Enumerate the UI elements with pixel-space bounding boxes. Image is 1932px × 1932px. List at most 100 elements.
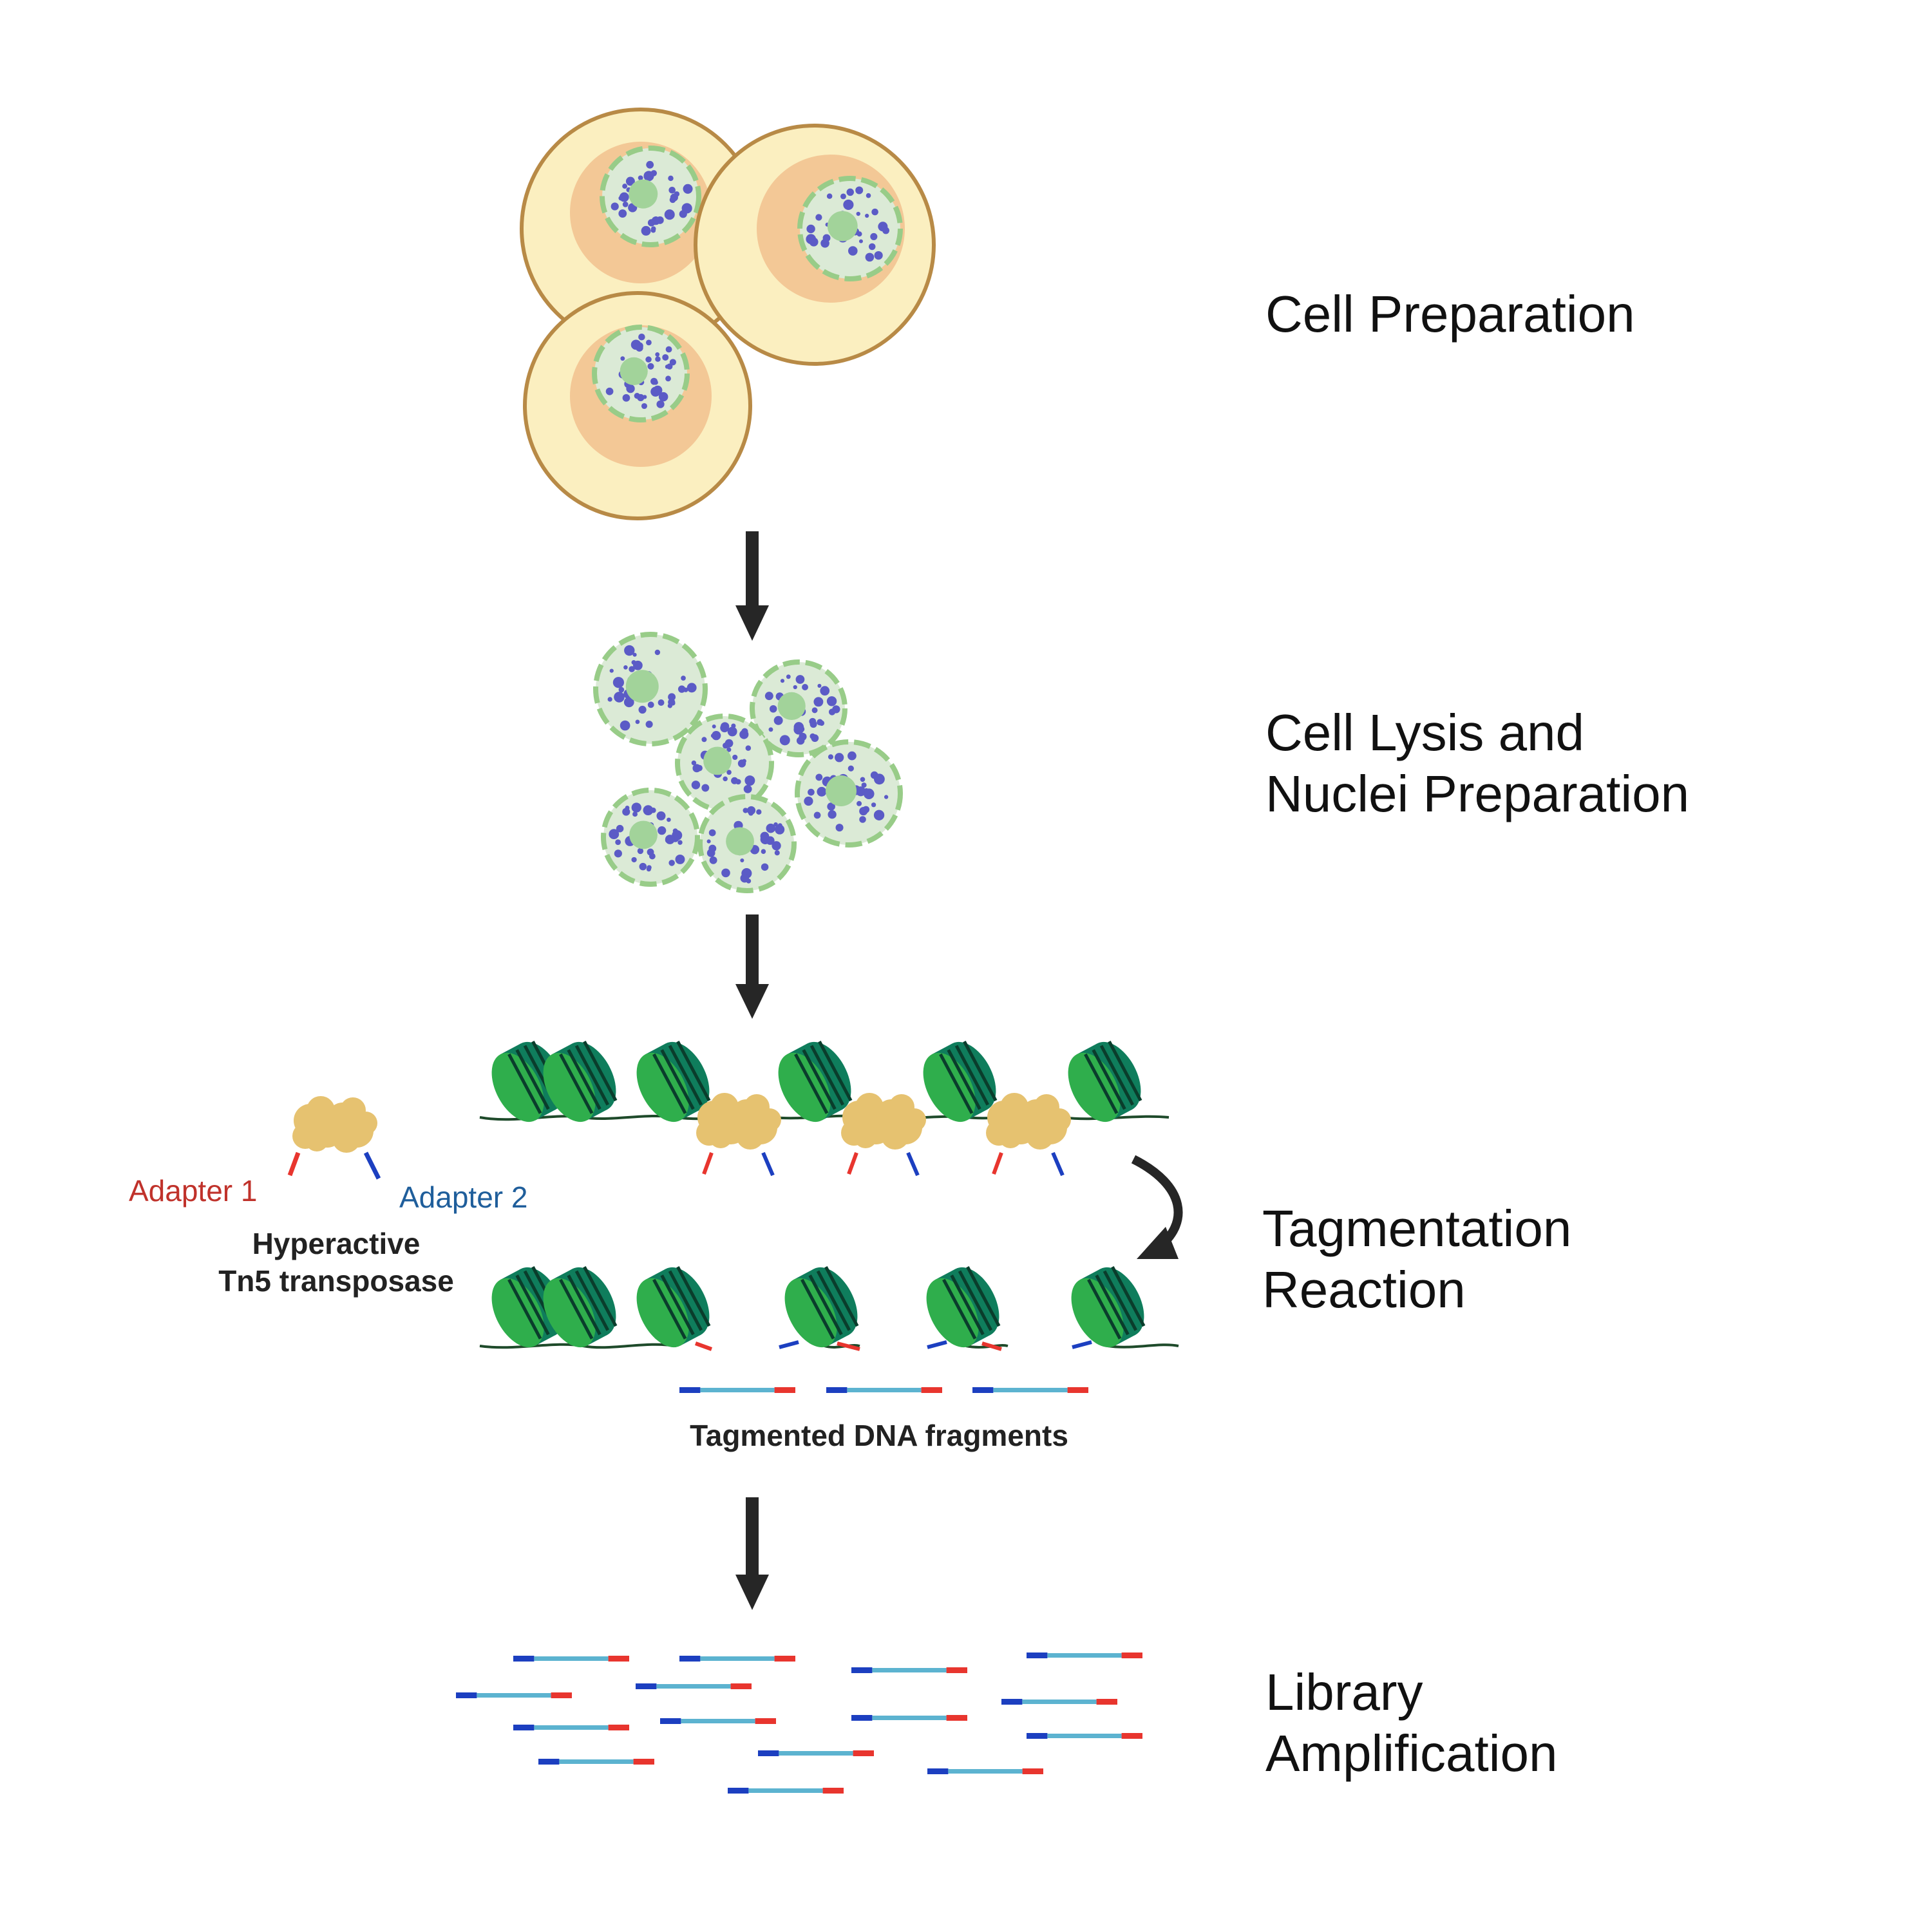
nucleus [600, 146, 701, 247]
nucleosome [778, 1041, 853, 1122]
chromatin-dot [668, 693, 676, 701]
chromatin-dot [793, 724, 804, 735]
dna-wrap [966, 1266, 1001, 1327]
chromatin-dot [653, 380, 658, 385]
adapter2-strand [906, 1151, 920, 1177]
chromatin-dot [732, 754, 738, 761]
chromatin-dot [746, 878, 752, 884]
chromatin-dot [665, 375, 671, 382]
chromatin-dot [620, 356, 625, 361]
dna-wrap [1103, 1270, 1138, 1331]
chromatin-dot [670, 193, 678, 202]
chromatin-dot [769, 705, 777, 713]
dna-wrap [800, 1278, 835, 1340]
adapter1-segment [608, 1725, 629, 1730]
chromatin-dot [761, 863, 769, 871]
tn5-lobe [854, 1125, 877, 1148]
insert-segment [656, 1684, 731, 1689]
stage-label-library-amplification: Library Amplification [1265, 1663, 1558, 1782]
adapter2-segment [679, 1387, 701, 1393]
chromatin-dot [618, 687, 625, 693]
insert-segment [559, 1759, 634, 1764]
chromatin-dot [723, 776, 728, 782]
chromatin-dot [622, 202, 629, 207]
chromatin-dot [857, 800, 862, 806]
chromatin-dot [848, 246, 858, 256]
insert-segment [993, 1388, 1068, 1392]
chromatin-dot [665, 835, 675, 844]
nucleus [675, 714, 774, 813]
chromatin-dot [786, 674, 791, 679]
chromatin-dot [726, 747, 732, 752]
chromatin-dot [647, 701, 654, 708]
adapter2-segment [513, 1725, 535, 1730]
tn5-transposase [841, 1093, 926, 1150]
adapter2-segment [972, 1387, 994, 1393]
chromatin-dot [820, 238, 829, 248]
dna-wrap [574, 1045, 610, 1106]
chromatin-dot [710, 734, 715, 738]
chromatin-dot [634, 392, 640, 399]
dna-wrap [794, 1053, 829, 1114]
dna-fragment [679, 1387, 795, 1393]
dna-wrap [507, 1278, 542, 1340]
tagmented-fragments-row [679, 1387, 1088, 1393]
chromatin-dot [631, 857, 637, 863]
chromatin-dot [650, 228, 656, 233]
adapter1-end [694, 1341, 713, 1351]
nucleolus [629, 179, 658, 209]
nucleosome [784, 1266, 859, 1348]
adapter2-end [779, 1340, 799, 1349]
chromatin-strand-bottom-4 [1107, 1343, 1179, 1349]
chromatin-dot [843, 199, 854, 210]
chromatin-dot [773, 715, 783, 725]
adapter2-strand [761, 1151, 775, 1177]
adapter2-segment [851, 1667, 873, 1673]
chromatin-dot [826, 193, 833, 199]
dna-fragment [1001, 1699, 1117, 1705]
adapter1-strand [992, 1151, 1003, 1175]
chromatin-dot [777, 823, 782, 828]
chromatin-dot [774, 850, 780, 856]
chromatin-dot [632, 811, 638, 817]
chromatin-dot [871, 802, 876, 808]
histone-face [491, 1052, 544, 1122]
dna-wrap [559, 1278, 594, 1340]
dna-wrap [810, 1045, 845, 1106]
chromatin-dot [873, 810, 885, 820]
adapter1-segment [822, 1788, 844, 1794]
nucleus [593, 632, 708, 746]
adapter1-segment [608, 1656, 629, 1662]
chromatin-dot [760, 831, 770, 841]
adapter1-segment [730, 1683, 752, 1689]
tn5-lobe [736, 1121, 764, 1150]
chromatin-dot [641, 402, 648, 410]
adapter1-segment [853, 1750, 874, 1756]
dna-wrap [583, 1041, 618, 1102]
adapter2-label: Adapter 2 [399, 1180, 527, 1214]
chromatin-dot [668, 175, 674, 182]
dna-wrap [559, 1053, 594, 1114]
adapter1-segment [774, 1387, 795, 1393]
chromatin-dot [857, 231, 862, 237]
insert-segment [872, 1668, 947, 1672]
chromatin-dot [650, 386, 661, 397]
dna-wrap [963, 1041, 998, 1102]
insert-segment [779, 1751, 853, 1756]
chromatin-dot [664, 209, 675, 220]
adapter2-segment [660, 1718, 681, 1724]
chromatin-dot [720, 722, 730, 731]
chromatin-dot [605, 387, 614, 395]
chromatin-dot [708, 829, 716, 837]
chromatin-dot [632, 652, 637, 657]
adapter2-segment [1027, 1653, 1048, 1658]
dna-fragment [1027, 1653, 1142, 1658]
adapter2-segment [538, 1759, 560, 1765]
adapter2-segment [826, 1387, 848, 1393]
dna-wrap [574, 1270, 610, 1331]
dna-wrap [1087, 1278, 1122, 1340]
chromatin-dot [810, 721, 817, 728]
insert-segment [1047, 1734, 1122, 1738]
dna-fragment [826, 1387, 942, 1393]
chromatin-dot [810, 733, 816, 739]
